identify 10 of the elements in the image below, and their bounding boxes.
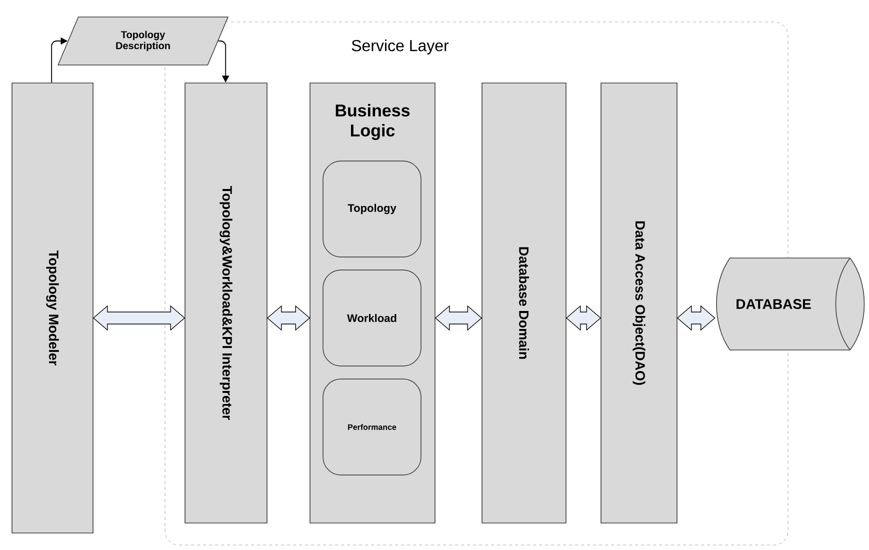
component-box: Topology Modeler	[12, 82, 94, 534]
database-cylinder: DATABASE	[716, 258, 865, 350]
module-box: Topology	[322, 160, 422, 258]
layer-title: Service Layer	[352, 40, 449, 54]
component-box: Database Domain	[482, 82, 566, 524]
component-box: Data Access Object(DAO)	[600, 82, 678, 524]
component-box: Topology&Workload&KPI Interpreter	[184, 82, 268, 524]
module-box: Performance	[322, 378, 422, 476]
box-heading: Business Logic	[336, 104, 410, 140]
module-box: Workload	[322, 270, 422, 366]
